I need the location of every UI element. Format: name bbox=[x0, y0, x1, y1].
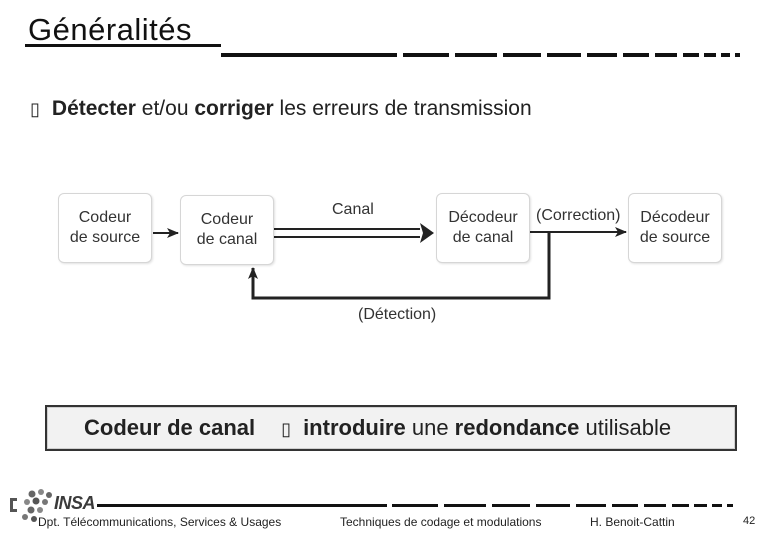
bullet-detect: Détecter bbox=[51, 97, 136, 120]
bullet-marker-icon: ▯ bbox=[281, 419, 292, 439]
key-statement-box bbox=[45, 405, 737, 451]
slide-title: Généralités bbox=[28, 12, 193, 47]
bullet-marker-icon: ▯ bbox=[30, 99, 40, 119]
channel-encoder-box: Codeur de canal bbox=[180, 195, 274, 265]
key-statement-term: Codeur de canal bbox=[84, 415, 256, 440]
footer-author: H. Benoit-Cattin bbox=[590, 515, 675, 529]
insa-logo: INSA bbox=[54, 493, 96, 513]
channel-label: Canal bbox=[332, 201, 374, 218]
channel-decoder-box: Décodeur de canal bbox=[436, 193, 530, 263]
title-underline bbox=[25, 44, 221, 47]
source-encoder-box: Codeur de source bbox=[58, 193, 152, 263]
bullet-correct: corriger bbox=[194, 97, 274, 120]
channel-arrow-head-icon bbox=[420, 223, 434, 243]
detection-label: (Détection) bbox=[358, 306, 437, 323]
insa-logo-icon bbox=[10, 489, 52, 522]
bullet-detect-correct: ▯Détecter et/ou corriger les erreurs de … bbox=[30, 97, 532, 120]
page-number: 42 bbox=[743, 515, 756, 527]
footer-department: Dpt. Télécommunications, Services & Usag… bbox=[38, 515, 282, 529]
correction-label: (Correction) bbox=[536, 207, 621, 224]
key-statement: Codeur de canal▯introduire une redondanc… bbox=[84, 415, 672, 440]
source-decoder-box: Décodeur de source bbox=[628, 193, 722, 263]
arrow-detection-feedback bbox=[248, 232, 551, 300]
footer-course: Techniques de codage et modulations bbox=[340, 515, 542, 529]
